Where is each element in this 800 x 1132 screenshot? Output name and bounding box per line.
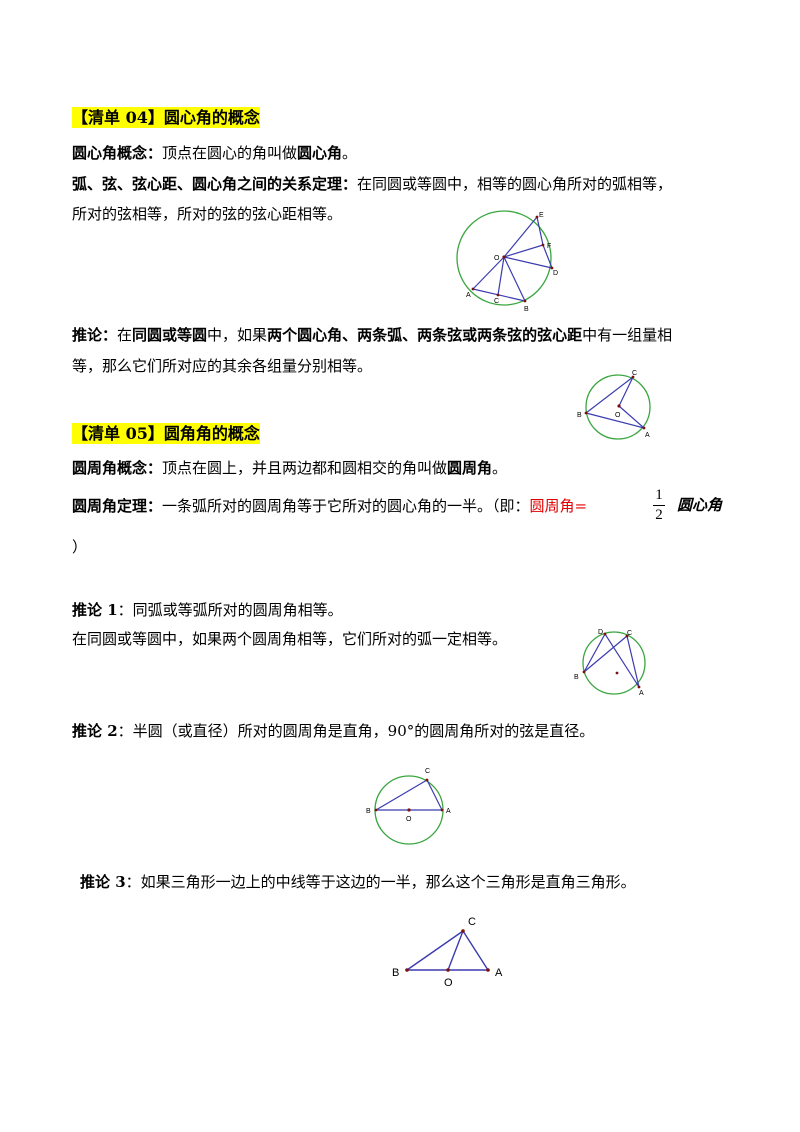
- label-B: B: [574, 674, 579, 681]
- one-half-fraction: 1 2: [653, 487, 665, 524]
- label-O: O: [406, 816, 412, 823]
- label: 推论：: [72, 326, 118, 344]
- corollary1-line2: 在同圆或等圆中，如果两个圆周角相等，它们所对的弧一定相等。: [72, 629, 507, 649]
- label-B: B: [392, 967, 399, 979]
- text: 所对的弦相等，所对的弦的弦心距相等。: [72, 205, 343, 223]
- label: 弧、弦、弦心距、圆心角之间的关系定理：: [72, 175, 358, 193]
- label-B: B: [366, 808, 371, 815]
- text: ：同弧或等弧所对的圆周角相等。: [117, 601, 343, 619]
- corollary1-line1: 推论 1：同弧或等弧所对的圆周角相等。: [72, 600, 343, 620]
- label-E: E: [539, 212, 544, 219]
- relation-theorem-line1: 弧、弦、弦心距、圆心角之间的关系定理：在同圆或等圆中，相等的圆心角所对的弧相等，: [72, 174, 672, 194]
- text: ：半圆（或直径）所对的圆周角是直角，90°的圆周角所对的弦是直径。: [117, 722, 595, 740]
- label-C: C: [494, 298, 499, 305]
- fraction-bar: [653, 505, 665, 506]
- label-B: B: [577, 412, 582, 419]
- label-A: A: [645, 432, 650, 439]
- corollary2: 推论 2：半圆（或直径）所对的圆周角是直角，90°的圆周角所对的弦是直径。: [72, 721, 594, 741]
- central-angle-term: 圆心角: [677, 496, 723, 514]
- equal-inscribed-angles-figure: D C B A: [574, 629, 646, 697]
- inscribed-angle-theorem: 圆周角定理：一条弧所对的圆周角等于它所对的圆心角的一半。（即：圆周角=: [72, 496, 587, 516]
- label: 圆心角概念：: [72, 144, 163, 162]
- term: 圆周角: [447, 459, 493, 477]
- section04-heading: 【清单 04】圆心角的概念: [72, 107, 260, 128]
- punct: 。: [492, 459, 508, 477]
- text: 在同圆或等圆中，如果两个圆周角相等，它们所对的弧一定相等。: [72, 630, 508, 648]
- corollary-line1: 推论：在同圆或等圆中，如果两个圆心角、两条弧、两条弦或两条弦的弦心距中有一组量相: [72, 325, 672, 345]
- inscribed-angle-definition: 圆周角概念：顶点在圆上，并且两边都和圆相交的角叫做圆周角。: [72, 458, 507, 478]
- heading-highlight: 【清单 04】圆心角的概念: [72, 107, 260, 128]
- label-C: C: [627, 630, 632, 637]
- term: 圆心角: [297, 144, 343, 162]
- label-A: A: [639, 690, 644, 697]
- bold2: 两个圆心角、两条弧、两条弦或两条弦的弦心距: [267, 326, 583, 344]
- theorem-close-paren: ）: [72, 538, 88, 556]
- label-O: O: [444, 977, 453, 989]
- label-A: A: [495, 967, 503, 979]
- corollary-line2: 等，那么它们所对应的其余各组量分别相等。: [72, 356, 372, 376]
- label: 推论 2: [72, 722, 118, 740]
- label: 圆周角定理：: [72, 497, 163, 515]
- punct: 。: [342, 144, 358, 162]
- text: 中有一组量相: [582, 326, 673, 344]
- text: 顶点在圆上，并且两边都和圆相交的角叫做: [162, 459, 448, 477]
- central-angle-figure: E F O D A C B: [456, 210, 558, 313]
- text: 顶点在圆心的角叫做: [162, 144, 298, 162]
- label-D: D: [553, 270, 558, 277]
- label-F: F: [547, 243, 551, 250]
- label-B: B: [524, 306, 529, 313]
- label: 推论 1: [72, 601, 118, 619]
- denominator: 2: [655, 507, 663, 523]
- semicircle-angle-figure: C B O A: [366, 768, 451, 845]
- bold1: 同圆或等圆: [132, 326, 208, 344]
- text: 一条弧所对的圆周角等于它所对的圆心角的一半。（即：: [162, 497, 530, 515]
- heading-highlight: 【清单 05】圆角角的概念: [72, 423, 260, 444]
- formula-red: 圆周角=: [529, 497, 588, 515]
- numerator: 1: [655, 487, 663, 503]
- text: 在: [117, 326, 133, 344]
- label-A: A: [446, 808, 451, 815]
- text: 等，那么它们所对应的其余各组量分别相等。: [72, 357, 373, 375]
- label-O: O: [615, 412, 621, 419]
- label-C: C: [425, 768, 430, 775]
- label-A: A: [466, 292, 471, 299]
- median-triangle-figure: C B O A: [392, 916, 503, 989]
- text: 中，如果: [207, 326, 268, 344]
- label-O: O: [494, 255, 500, 262]
- label: 推论 3: [80, 873, 126, 891]
- corollary3: 推论 3：如果三角形一边上的中线等于这边的一半，那么这个三角形是直角三角形。: [80, 872, 636, 892]
- relation-theorem-line2: 所对的弦相等，所对的弦的弦心距相等。: [72, 204, 342, 224]
- section05-heading: 【清单 05】圆角角的概念: [72, 423, 260, 444]
- text: 在同圆或等圆中，相等的圆心角所对的弧相等，: [357, 175, 673, 193]
- text: ：如果三角形一边上的中线等于这边的一半，那么这个三角形是直角三角形。: [125, 873, 636, 891]
- label-D: D: [598, 629, 603, 636]
- central-angle-definition: 圆心角概念：顶点在圆心的角叫做圆心角。: [72, 143, 357, 163]
- label-C: C: [468, 916, 476, 928]
- label-C: C: [632, 370, 637, 377]
- inscribed-angle-figure: C B O A: [577, 370, 651, 440]
- label: 圆周角概念：: [72, 459, 163, 477]
